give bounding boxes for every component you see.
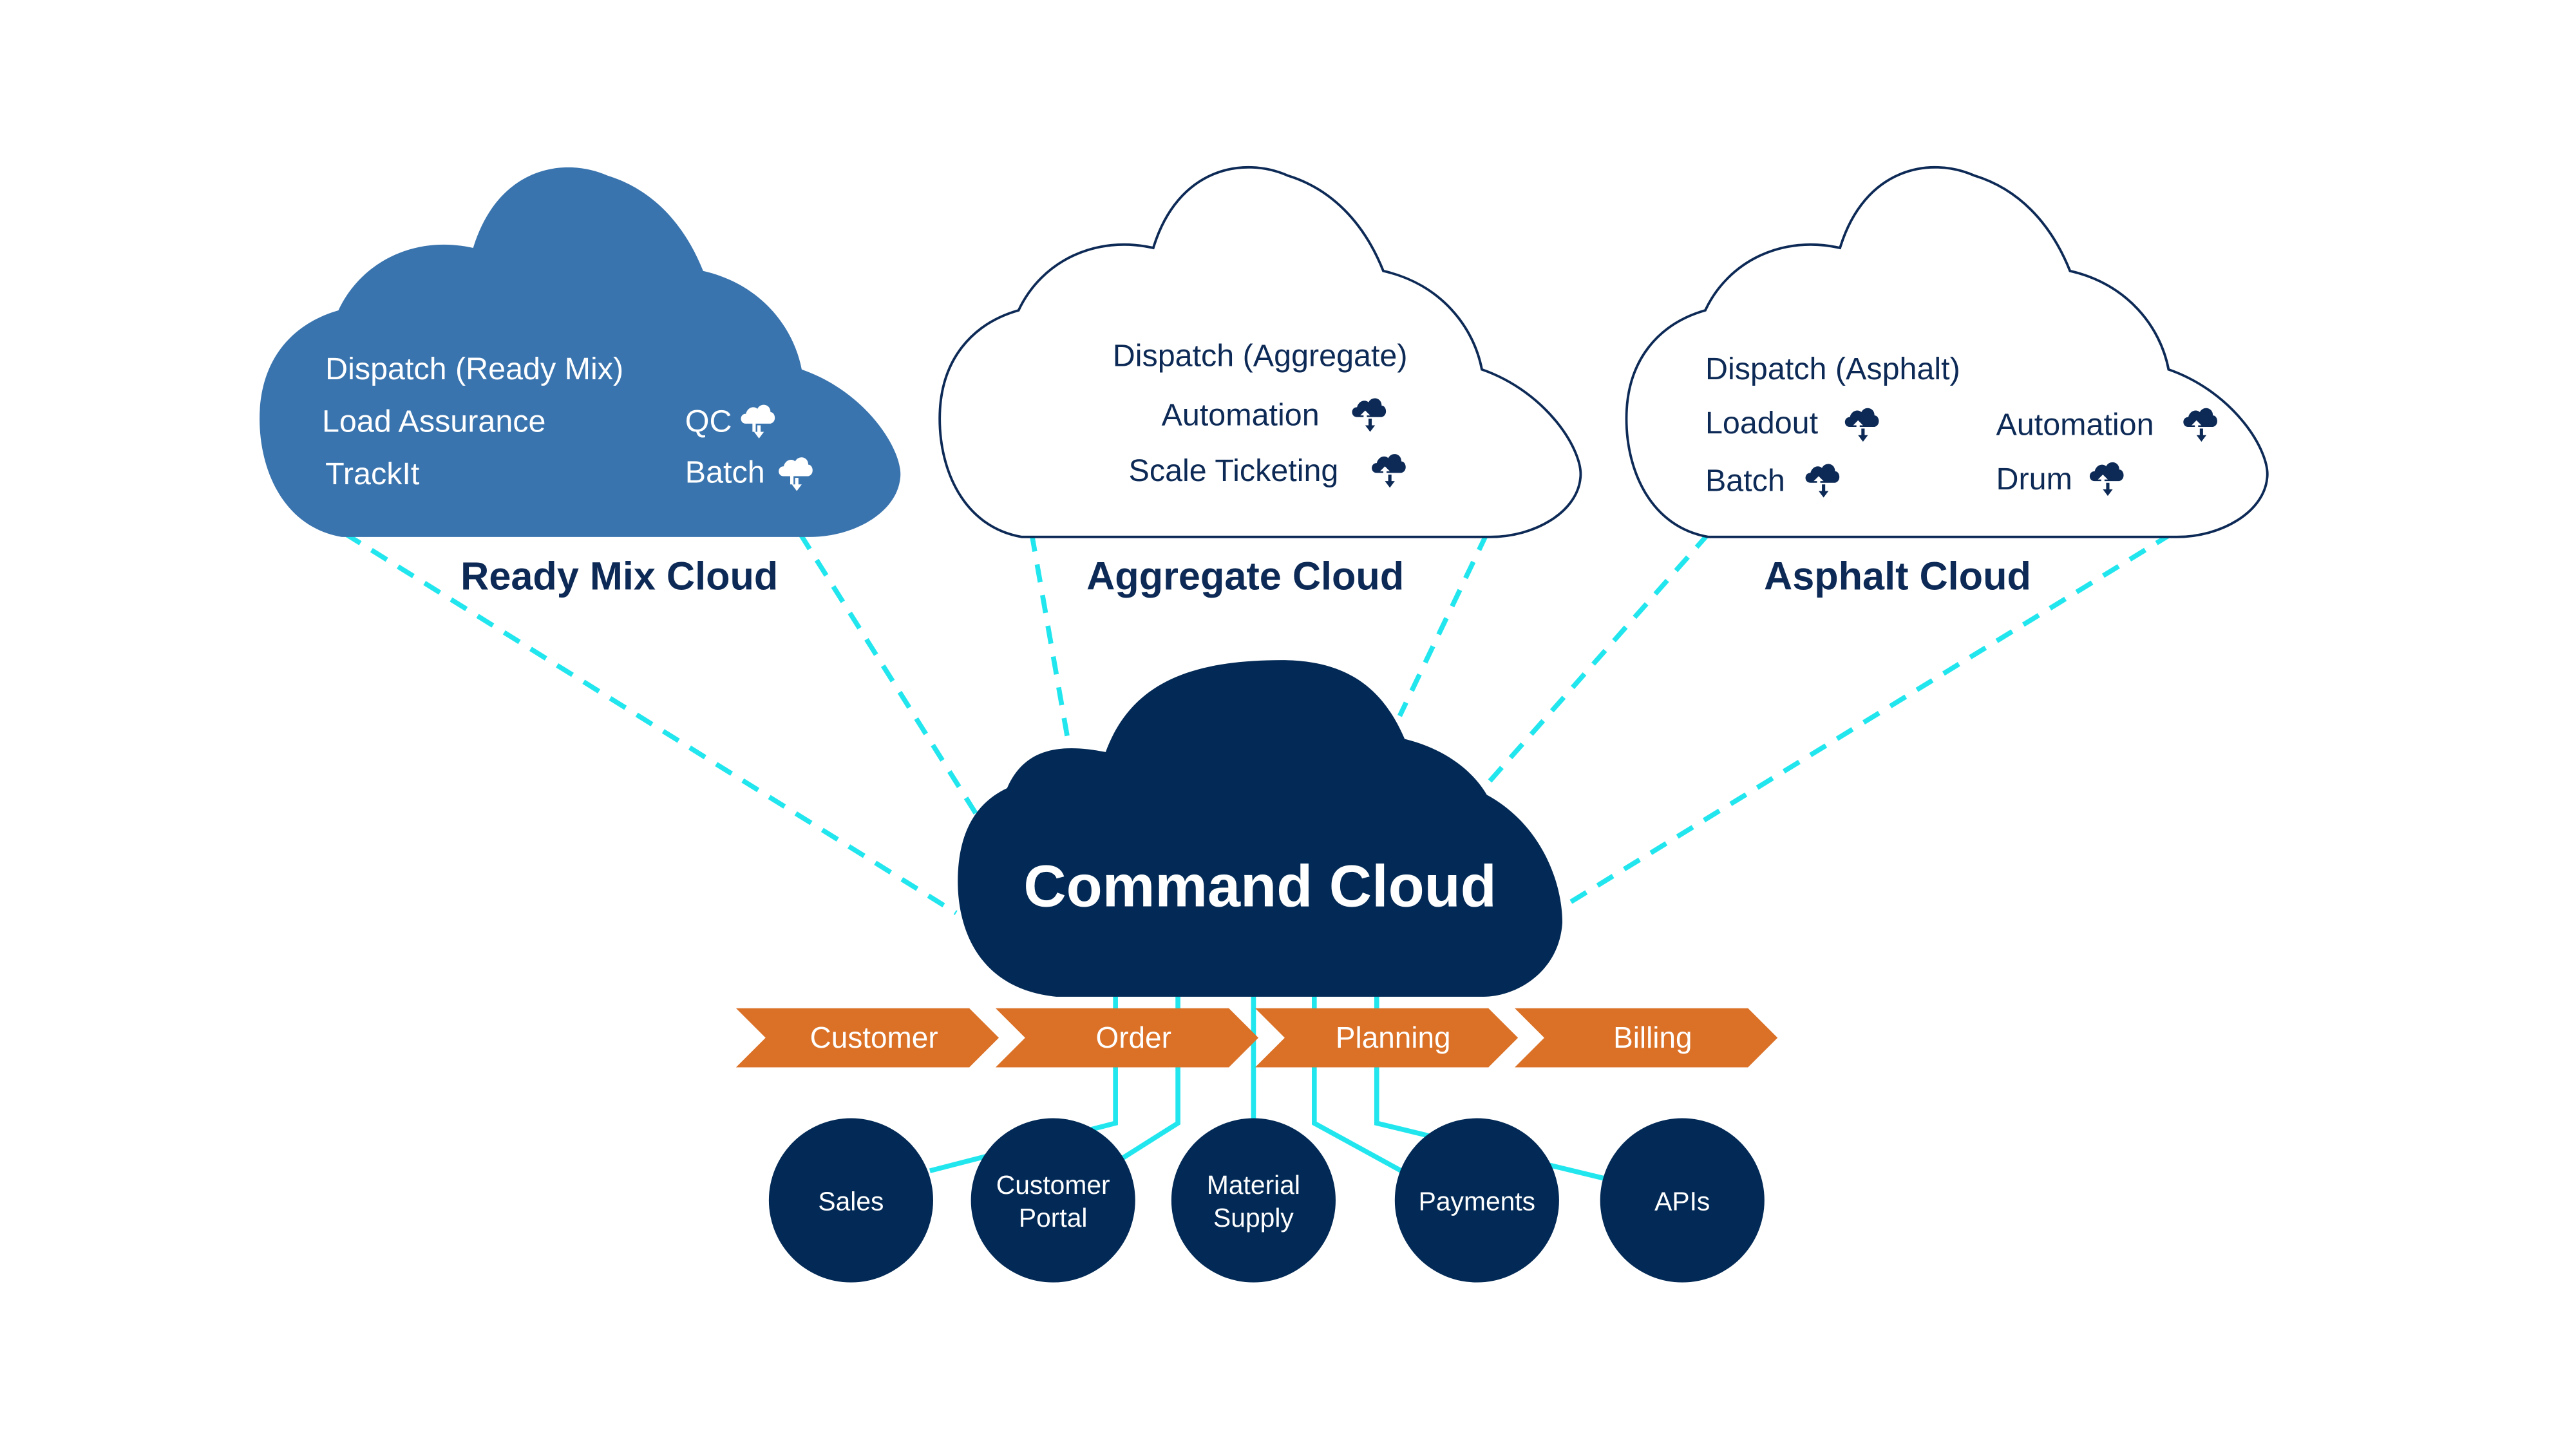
connector-aggregate-right [1397,533,1490,717]
node-circle [971,1118,1135,1283]
chevron-shape [735,1008,999,1068]
node-label: Customer [996,1170,1110,1200]
cloud-item: Automation [1162,397,1320,432]
cloud-item: Dispatch (Aggregate) [1113,339,1408,373]
node-label: APIs [1654,1186,1710,1216]
node-label: Material [1207,1170,1300,1200]
cloud-item: Drum [1996,462,2072,496]
service-nodes: SalesCustomerPortalMaterialSupplyPayment… [768,1118,1765,1283]
cloud-item: Load Assurance [322,404,545,439]
cloud-item: Automation [1996,408,2154,442]
connector-readymix-left [343,531,958,916]
command-cloud-shape [958,660,1563,997]
asphalt-cloud[interactable]: Dispatch (Asphalt) Loadout Batch Automat… [1625,165,2269,538]
cloud-item: Batch [685,455,765,490]
service-node-payments[interactable]: Payments [1394,1118,1559,1283]
dashed-connectors [343,531,2174,916]
process-step-label: Planning [1336,1021,1451,1054]
node-label: Supply [1213,1203,1294,1232]
command-cloud[interactable]: Command Cloud [958,660,1563,997]
connector-aggregate-left [1029,533,1074,759]
node-circle [1171,1118,1336,1283]
asphalt-cloud-title: Asphalt Cloud [1764,554,2031,598]
service-node-sales[interactable]: Sales [768,1118,933,1283]
chevron-shape [1515,1008,1778,1068]
process-steps: Customer Order Planning Billing [735,1008,1778,1068]
process-step-planning[interactable]: Planning [1255,1008,1519,1068]
cloud-item: Scale Ticketing [1129,453,1339,488]
node-circle [1600,1118,1765,1283]
chevron-shape [1255,1008,1519,1068]
process-step-label: Billing [1613,1021,1692,1054]
cloud-item: Dispatch (Ready Mix) [325,352,623,386]
aggregate-cloud-title: Aggregate Cloud [1086,554,1404,598]
node-circle [1394,1118,1559,1283]
node-label: Sales [818,1186,884,1216]
ready-mix-cloud-title: Ready Mix Cloud [460,554,778,598]
cloud-item: TrackIt [325,457,420,491]
connector-asphalt-left [1481,532,1710,790]
cloud-item: QC [685,404,732,439]
node-label: Payments [1419,1186,1535,1216]
process-step-label: Customer [810,1021,938,1054]
process-step-label: Order [1096,1021,1171,1054]
command-cloud-title: Command Cloud [1023,854,1496,920]
cloud-item: Dispatch (Asphalt) [1705,352,1960,386]
process-step-customer[interactable]: Customer [735,1008,999,1068]
connector-readymix-right [798,532,988,831]
process-step-billing[interactable]: Billing [1515,1008,1778,1068]
aggregate-cloud[interactable]: Dispatch (Aggregate) Automation Scale Ti… [938,165,1582,538]
connector-asphalt-right [1559,531,2174,911]
node-label: Portal [1019,1203,1088,1232]
cloud-item: Loadout [1705,406,1819,440]
service-node-apis[interactable]: APIs [1600,1118,1765,1283]
cloud-item: Batch [1705,463,1785,498]
node-circle [768,1118,933,1283]
chevron-shape [995,1008,1259,1068]
process-step-order[interactable]: Order [995,1008,1259,1068]
ready-mix-cloud[interactable]: Dispatch (Ready Mix) Load Assurance Trac… [260,167,901,537]
